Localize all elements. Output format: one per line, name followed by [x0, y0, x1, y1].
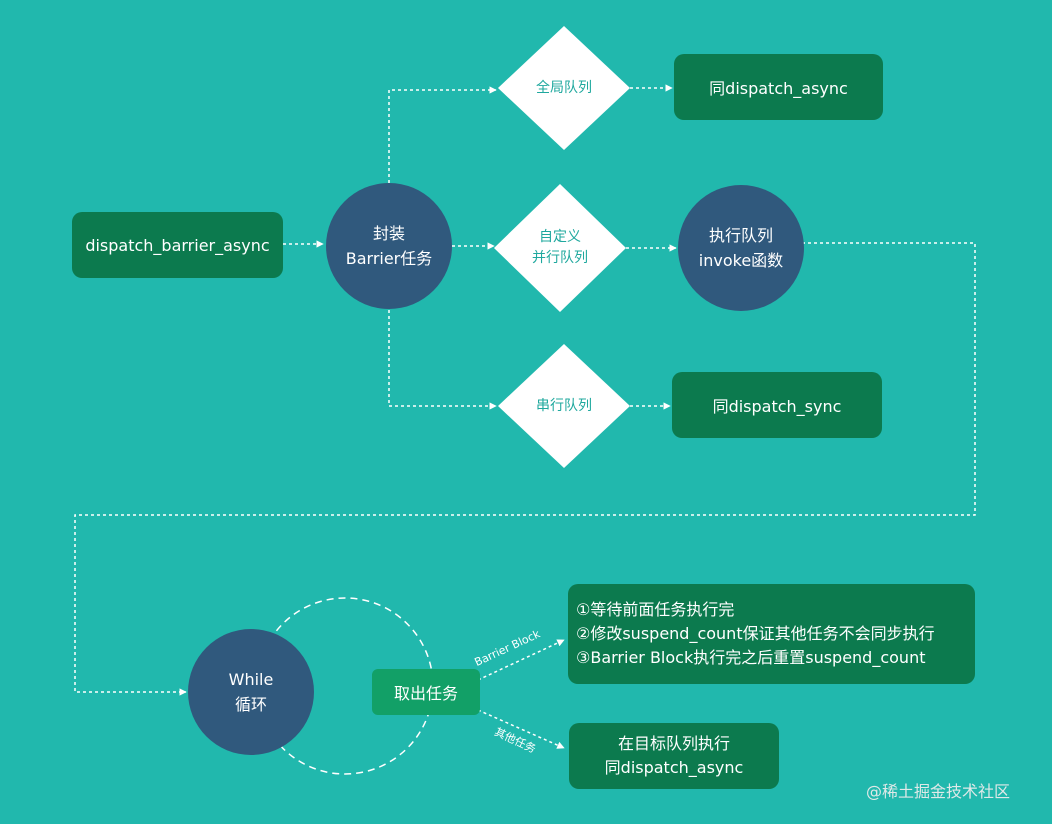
serial-queue-label: 串行队列 [498, 388, 630, 424]
diamond-global-queue [498, 26, 630, 150]
barrier-step-2: ②修改suspend_count保证其他任务不会同步执行 [576, 624, 935, 643]
edge-take-to-barrier [477, 639, 565, 681]
edge-wrap-to-serial [388, 310, 497, 410]
while-line-2: 循环 [234, 695, 267, 714]
other-exec-box: 在目标队列执行 同dispatch_async [569, 723, 779, 789]
watermark-text: @稀土掘金技术社区 [866, 782, 1011, 801]
same-async-box: 同dispatch_async [674, 54, 883, 120]
edge-exec-to-while [74, 242, 976, 696]
while-circle: While 循环 [188, 629, 314, 755]
custom-queue-label: 自定义 并行队列 [494, 224, 626, 272]
global-queue-text: 全局队列 [536, 79, 592, 96]
start-box: dispatch_barrier_async [72, 212, 283, 278]
edge-take-to-other [477, 709, 565, 749]
barrier-step-1: ①等待前面任务执行完 [576, 600, 735, 619]
wrap-line-2: Barrier任务 [345, 249, 433, 268]
diamond-custom-queue [494, 184, 626, 312]
wrap-line-1: 封装 [372, 224, 405, 243]
while-line-1: While [228, 670, 274, 689]
serial-queue-text: 串行队列 [536, 397, 592, 414]
edge-wrap-to-global [388, 86, 497, 183]
barrier-step-3: ③Barrier Block执行完之后重置suspend_count [576, 648, 926, 667]
take-task-label: 取出任务 [393, 684, 458, 703]
exec-line-1: 执行队列 [708, 226, 773, 245]
watermark: @稀土掘金技术社区 [866, 778, 1010, 802]
global-queue-label: 全局队列 [498, 70, 630, 106]
exec-circle: 执行队列 invoke函数 [678, 185, 804, 311]
start-label: dispatch_barrier_async [85, 235, 270, 255]
custom-queue-line-2: 并行队列 [532, 250, 588, 266]
diamond-serial-queue [498, 344, 630, 468]
barrier-steps-box: ①等待前面任务执行完 ②修改suspend_count保证其他任务不会同步执行 … [568, 584, 975, 684]
take-task-box: 取出任务 [372, 669, 480, 715]
other-exec-line-2: 同dispatch_async [604, 758, 744, 777]
custom-queue-line-1: 自定义 [539, 229, 581, 245]
same-sync-box: 同dispatch_sync [672, 372, 882, 438]
exec-line-2: invoke函数 [698, 251, 784, 270]
wrap-circle: 封装 Barrier任务 [326, 183, 452, 309]
same-sync-label: 同dispatch_sync [712, 397, 842, 416]
same-async-label: 同dispatch_async [709, 79, 848, 98]
other-exec-line-1: 在目标队列执行 [617, 734, 730, 753]
